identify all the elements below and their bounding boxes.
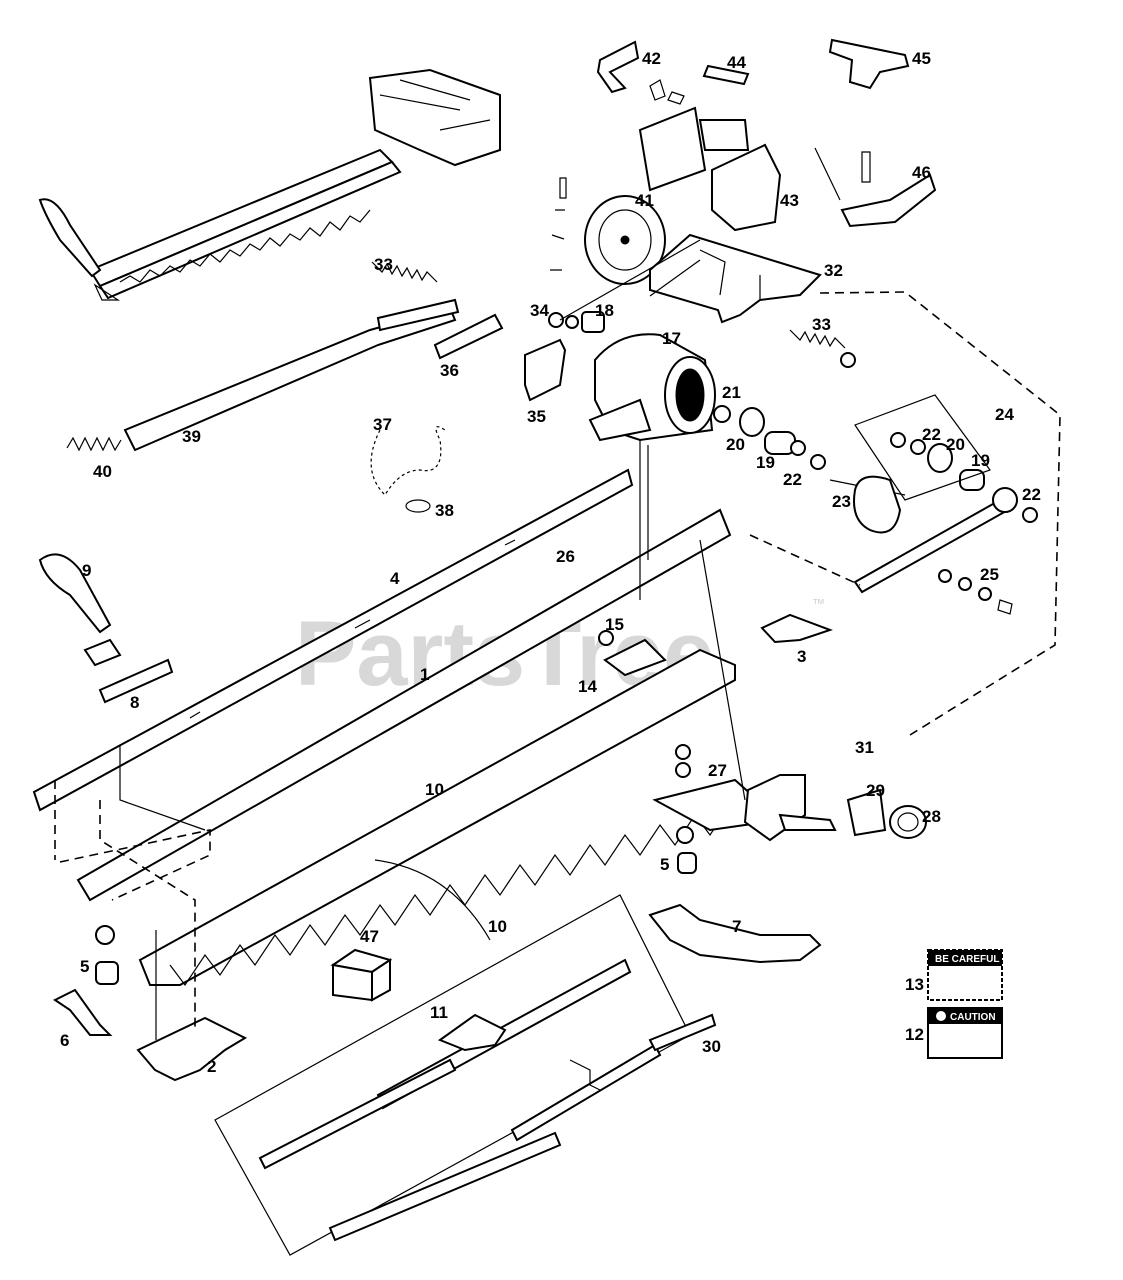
callout-32: 32 bbox=[824, 261, 843, 280]
pitman-shaft-assembly bbox=[713, 394, 1038, 615]
callout-21: 21 bbox=[722, 383, 741, 402]
callout-2: 2 bbox=[207, 1057, 216, 1076]
callout-31: 31 bbox=[855, 738, 874, 757]
callout-12: 12 bbox=[905, 1025, 924, 1044]
callout-13: 13 bbox=[905, 975, 924, 994]
callout-44: 44 bbox=[727, 53, 746, 72]
kit-box-47 bbox=[330, 948, 393, 1002]
callout-10-lower: 10 bbox=[488, 917, 507, 936]
cutter-bar bbox=[76, 508, 732, 902]
warning-decals: BE CAREFUL CAUTION bbox=[927, 949, 1003, 1059]
clip-6 bbox=[53, 988, 113, 1036]
callout-36: 36 bbox=[440, 361, 459, 380]
callout-5-left: 5 bbox=[80, 957, 89, 976]
callout-27: 27 bbox=[708, 761, 727, 780]
callout-38: 38 bbox=[435, 501, 454, 520]
callout-33-left: 33 bbox=[374, 255, 393, 274]
callout-42: 42 bbox=[642, 49, 661, 68]
caution-decal-text: CAUTION bbox=[950, 1012, 996, 1023]
chain-and-clip bbox=[370, 426, 446, 513]
callout-40: 40 bbox=[93, 462, 112, 481]
callout-11: 11 bbox=[430, 1003, 448, 1022]
gear-housing bbox=[588, 333, 716, 442]
spacers bbox=[95, 826, 697, 985]
callout-1: 1 bbox=[420, 665, 429, 684]
callout-41: 41 bbox=[635, 191, 654, 210]
callout-22-upper: 22 bbox=[922, 425, 941, 444]
callout-3: 3 bbox=[797, 647, 806, 666]
callout-23: 23 bbox=[832, 492, 851, 511]
callout-30: 30 bbox=[702, 1037, 721, 1056]
inner-shoe-bracket bbox=[652, 744, 927, 842]
callout-29: 29 bbox=[866, 781, 885, 800]
callout-22-middle: 22 bbox=[783, 470, 802, 489]
part-callouts: 1 2 3 4 5 5 6 7 8 9 10 10 11 12 13 14 15… bbox=[60, 49, 1041, 1076]
callout-5-right: 5 bbox=[660, 855, 669, 874]
callout-10-upper: 10 bbox=[425, 780, 444, 799]
callout-15: 15 bbox=[605, 615, 624, 634]
callout-33-right: 33 bbox=[812, 315, 831, 334]
callout-22-right: 22 bbox=[1022, 485, 1041, 504]
be-careful-decal-text: BE CAREFUL bbox=[935, 954, 999, 965]
watermark-trademark: ™ bbox=[812, 596, 825, 611]
callout-47: 47 bbox=[360, 927, 379, 946]
knife-repair-kit-panel bbox=[214, 894, 717, 1256]
callout-4: 4 bbox=[390, 569, 400, 588]
wear-plate-strips bbox=[32, 468, 634, 812]
callout-25: 25 bbox=[980, 565, 999, 584]
assembled-mower-illustration bbox=[38, 68, 501, 301]
connector-lines bbox=[54, 239, 1061, 1040]
callout-8: 8 bbox=[130, 693, 139, 712]
drive-pulley-assembly bbox=[371, 38, 937, 368]
callout-26: 26 bbox=[556, 547, 575, 566]
guard-left bbox=[136, 1016, 248, 1082]
callout-19-right: 19 bbox=[971, 451, 990, 470]
callout-6: 6 bbox=[60, 1031, 69, 1050]
bolt-15 bbox=[598, 630, 614, 646]
knife-sections bbox=[138, 648, 746, 987]
callout-19-left: 19 bbox=[756, 453, 775, 472]
callout-9: 9 bbox=[82, 561, 91, 580]
callout-45: 45 bbox=[912, 49, 931, 68]
callout-20-left: 20 bbox=[726, 435, 745, 454]
callout-39: 39 bbox=[182, 427, 201, 446]
callout-28: 28 bbox=[922, 807, 941, 826]
callout-17: 17 bbox=[662, 329, 681, 348]
drive-rod-assembly bbox=[66, 298, 567, 452]
callout-34: 34 bbox=[530, 301, 549, 320]
callout-24: 24 bbox=[995, 405, 1014, 424]
callout-35: 35 bbox=[527, 407, 546, 426]
clip-14 bbox=[603, 638, 667, 677]
callout-18: 18 bbox=[595, 301, 614, 320]
callout-7: 7 bbox=[732, 917, 741, 936]
callout-43: 43 bbox=[780, 191, 799, 210]
callout-20-right: 20 bbox=[946, 435, 965, 454]
guard-right bbox=[760, 613, 833, 644]
callout-37: 37 bbox=[373, 415, 392, 434]
lift-handle bbox=[38, 553, 174, 704]
outer-shoe bbox=[648, 903, 822, 964]
callout-14: 14 bbox=[578, 677, 597, 696]
callout-46: 46 bbox=[912, 163, 931, 182]
